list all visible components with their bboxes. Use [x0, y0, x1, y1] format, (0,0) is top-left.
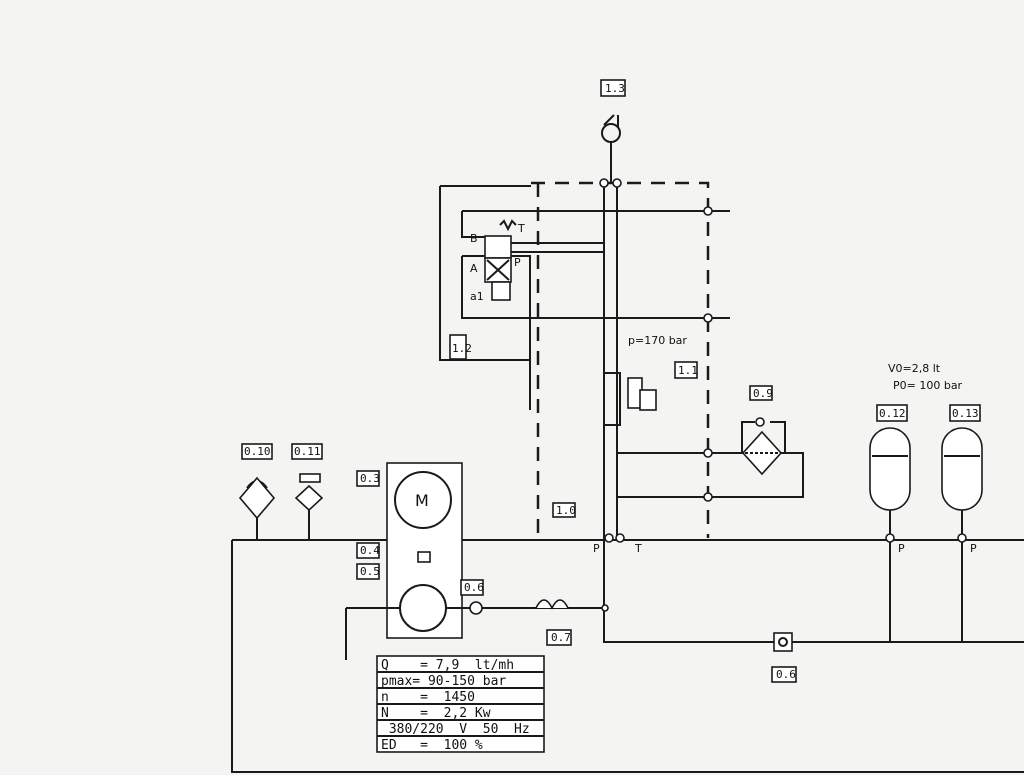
diagram-label: a1 — [470, 290, 484, 303]
port-t: T — [634, 542, 642, 555]
diagram-label: B — [470, 232, 478, 245]
diagram-label: 0.10 — [244, 445, 271, 458]
motor-symbol: M — [415, 491, 429, 510]
accumulator-0-12: 0.12 P — [869, 404, 911, 642]
diagram-label: 0.4 — [360, 544, 380, 557]
level-gauge-0-11: 0.11 — [291, 443, 324, 540]
diagram-label: 0.6 — [776, 668, 796, 681]
diagram-label: 0.6 — [464, 581, 484, 594]
tank-line — [231, 539, 1024, 773]
diagram-label: Q = 7,9 lt/mh — [381, 658, 514, 673]
diagram-label: 0.3 — [360, 472, 380, 485]
diagram-label: n = 1450 — [381, 690, 475, 705]
motor-pump-unit: M 0.3 0.4 0.5 — [345, 462, 605, 660]
gauge-0-6: 0.6 — [460, 579, 484, 615]
filter-0-9: 0.9 — [712, 385, 804, 498]
diagram-label: ED = 100 % — [381, 738, 483, 753]
accumulator-volume: V0=2,8 lt — [888, 362, 941, 375]
label-1-1: 1.1 — [674, 361, 698, 379]
diagram-label: T — [517, 222, 525, 235]
diagram-label: 1.1 — [678, 364, 698, 377]
diagram-label: A — [470, 262, 478, 275]
pump-spec-table: Q = 7,9 lt/mh pmax= 90-150 bar n = 1450 … — [376, 655, 545, 753]
pilot-line — [439, 185, 531, 361]
diagram-label: P — [970, 542, 977, 555]
diagram-label: 0.11 — [294, 445, 321, 458]
accumulator-precharge: P0= 100 bar — [893, 379, 963, 392]
diagram-label: 1.3 — [605, 82, 625, 95]
port-p: P — [593, 542, 600, 555]
diagram-label: 0.12 — [879, 407, 906, 420]
diagram-label: 0.7 — [551, 631, 571, 644]
label-1-2: 1.2 — [449, 334, 472, 360]
diagram-label: N = 2,2 Kw — [381, 706, 491, 721]
diagram-label: 0.13 — [952, 407, 979, 420]
diagram-label: pmax= 90-150 bar — [381, 674, 506, 689]
diagram-label: 1.2 — [452, 342, 472, 355]
check-valve-0-6: 0.6 — [771, 632, 797, 683]
diagram-label: 0.5 — [360, 565, 380, 578]
diagram-label: 380/220 V 50 Hz — [381, 722, 530, 737]
diagram-label: P — [514, 256, 521, 269]
directional-valve: B A P T a1 — [470, 219, 604, 303]
diagram-label: P — [898, 542, 905, 555]
filler-breather-0-10: 0.10 — [238, 443, 276, 540]
pressure-gauge-1-3: 1.3 — [600, 79, 626, 183]
manifold-block-outline — [531, 181, 710, 538]
pressure-tank-lines — [603, 183, 1024, 643]
accumulator-0-13: 0.13 P — [941, 404, 983, 642]
diagram-label: 1.0 — [556, 504, 576, 517]
relief-valve-1-1 — [604, 372, 657, 426]
relief-pressure-text: p=170 bar — [628, 334, 687, 347]
label-1-0: 1.0 — [552, 502, 576, 518]
diagram-label: 0.9 — [753, 387, 773, 400]
hose-0-7: 0.7 — [535, 599, 609, 646]
